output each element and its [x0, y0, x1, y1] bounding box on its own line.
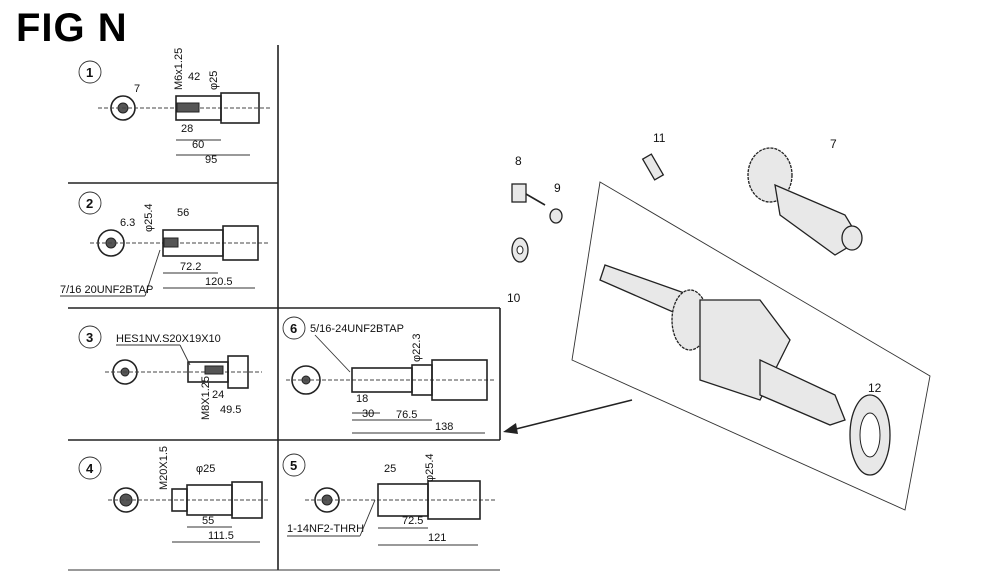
dimension-label: 18 [356, 393, 368, 405]
part-label-8: 8 [515, 154, 522, 168]
dimension-label: HES1NV.S20X19X10 [116, 333, 221, 345]
part-label-11: 11 [653, 131, 666, 145]
washer-part [549, 208, 563, 224]
dimension-label: φ25.4 [143, 203, 155, 232]
dimension-label: 49.5 [220, 404, 241, 416]
pointer-arrow [511, 399, 633, 431]
panel-grid [68, 45, 501, 571]
panel-2: 2 6.3 φ25.4 56 72.2 120.5 7/16 20UNF2BTA… [60, 191, 268, 297]
dimension-label: M8X1.25 [200, 376, 212, 420]
panel-3: 3 HES1NV.S20X19X10 M8X1.25 24 49.5 [78, 325, 262, 420]
dimension-label: 6.3 [120, 217, 135, 229]
panel-1: 1 7 M6x1.25 42 φ25 28 60 95 [78, 48, 270, 166]
panel-number-circle [78, 60, 102, 84]
dimension-label: 111.5 [208, 530, 234, 542]
dimension-label: φ25 [208, 71, 220, 90]
dimension-label: 30 [362, 408, 374, 420]
part-label-7: 7 [830, 137, 837, 151]
dimension-label: 6 [290, 321, 297, 336]
dimension-label: 3 [86, 330, 93, 345]
dimension-label: 72.2 [180, 261, 201, 273]
dimension-label: φ22.3 [411, 333, 423, 362]
dimension-label: 4 [86, 461, 94, 476]
dimension-label: φ25 [196, 463, 215, 475]
key-part [641, 153, 665, 181]
dimension-label: 5 [290, 458, 297, 473]
dimension-label: M20X1.5 [158, 446, 170, 490]
dimension-label: 25 [384, 463, 396, 475]
dimension-label: 60 [192, 139, 204, 151]
dimension-label: 7 [134, 83, 140, 95]
dimension-label: 56 [177, 207, 189, 219]
part-label-12: 12 [868, 381, 882, 395]
panel-number: 1 [86, 65, 93, 80]
dimension-label: 138 [435, 421, 453, 433]
panel-4: 4 M20X1.5 φ25 55 111.5 [78, 446, 270, 543]
dimension-label: 1-14NF2-THRH [287, 523, 364, 535]
dimension-label: 55 [202, 515, 214, 527]
panel-6: 6 5/16-24UNF2BTAP φ22.3 18 30 76.5 138 [282, 316, 495, 434]
part-label-10: 10 [507, 291, 521, 305]
dimension-label: 2 [86, 196, 93, 211]
part-label-9: 9 [554, 181, 561, 195]
dimension-label: φ25.4 [424, 453, 436, 482]
dimension-label: 76.5 [396, 409, 417, 421]
panel-5: 5 25 φ25.4 72.5 121 1-14NF2-THRH [282, 453, 495, 546]
dimension-label: 121 [428, 532, 446, 544]
dimension-label: 24 [212, 389, 224, 401]
figure-title: FIG N [16, 6, 128, 50]
dimension-label: 72.5 [402, 515, 423, 527]
bolt-part [511, 183, 527, 203]
dimension-label: 120.5 [205, 276, 233, 288]
dimension-label: 7/16 20UNF2BTAP [60, 284, 153, 296]
dimension-label: 5/16-24UNF2BTAP [310, 323, 404, 335]
dimension-label: 95 [205, 154, 217, 166]
exploded-view: 11 8 9 10 7 12 [503, 131, 931, 511]
dimension-label: 42 [188, 71, 200, 83]
dimension-label: 28 [181, 123, 193, 135]
dimension-label: M6x1.25 [173, 48, 185, 90]
